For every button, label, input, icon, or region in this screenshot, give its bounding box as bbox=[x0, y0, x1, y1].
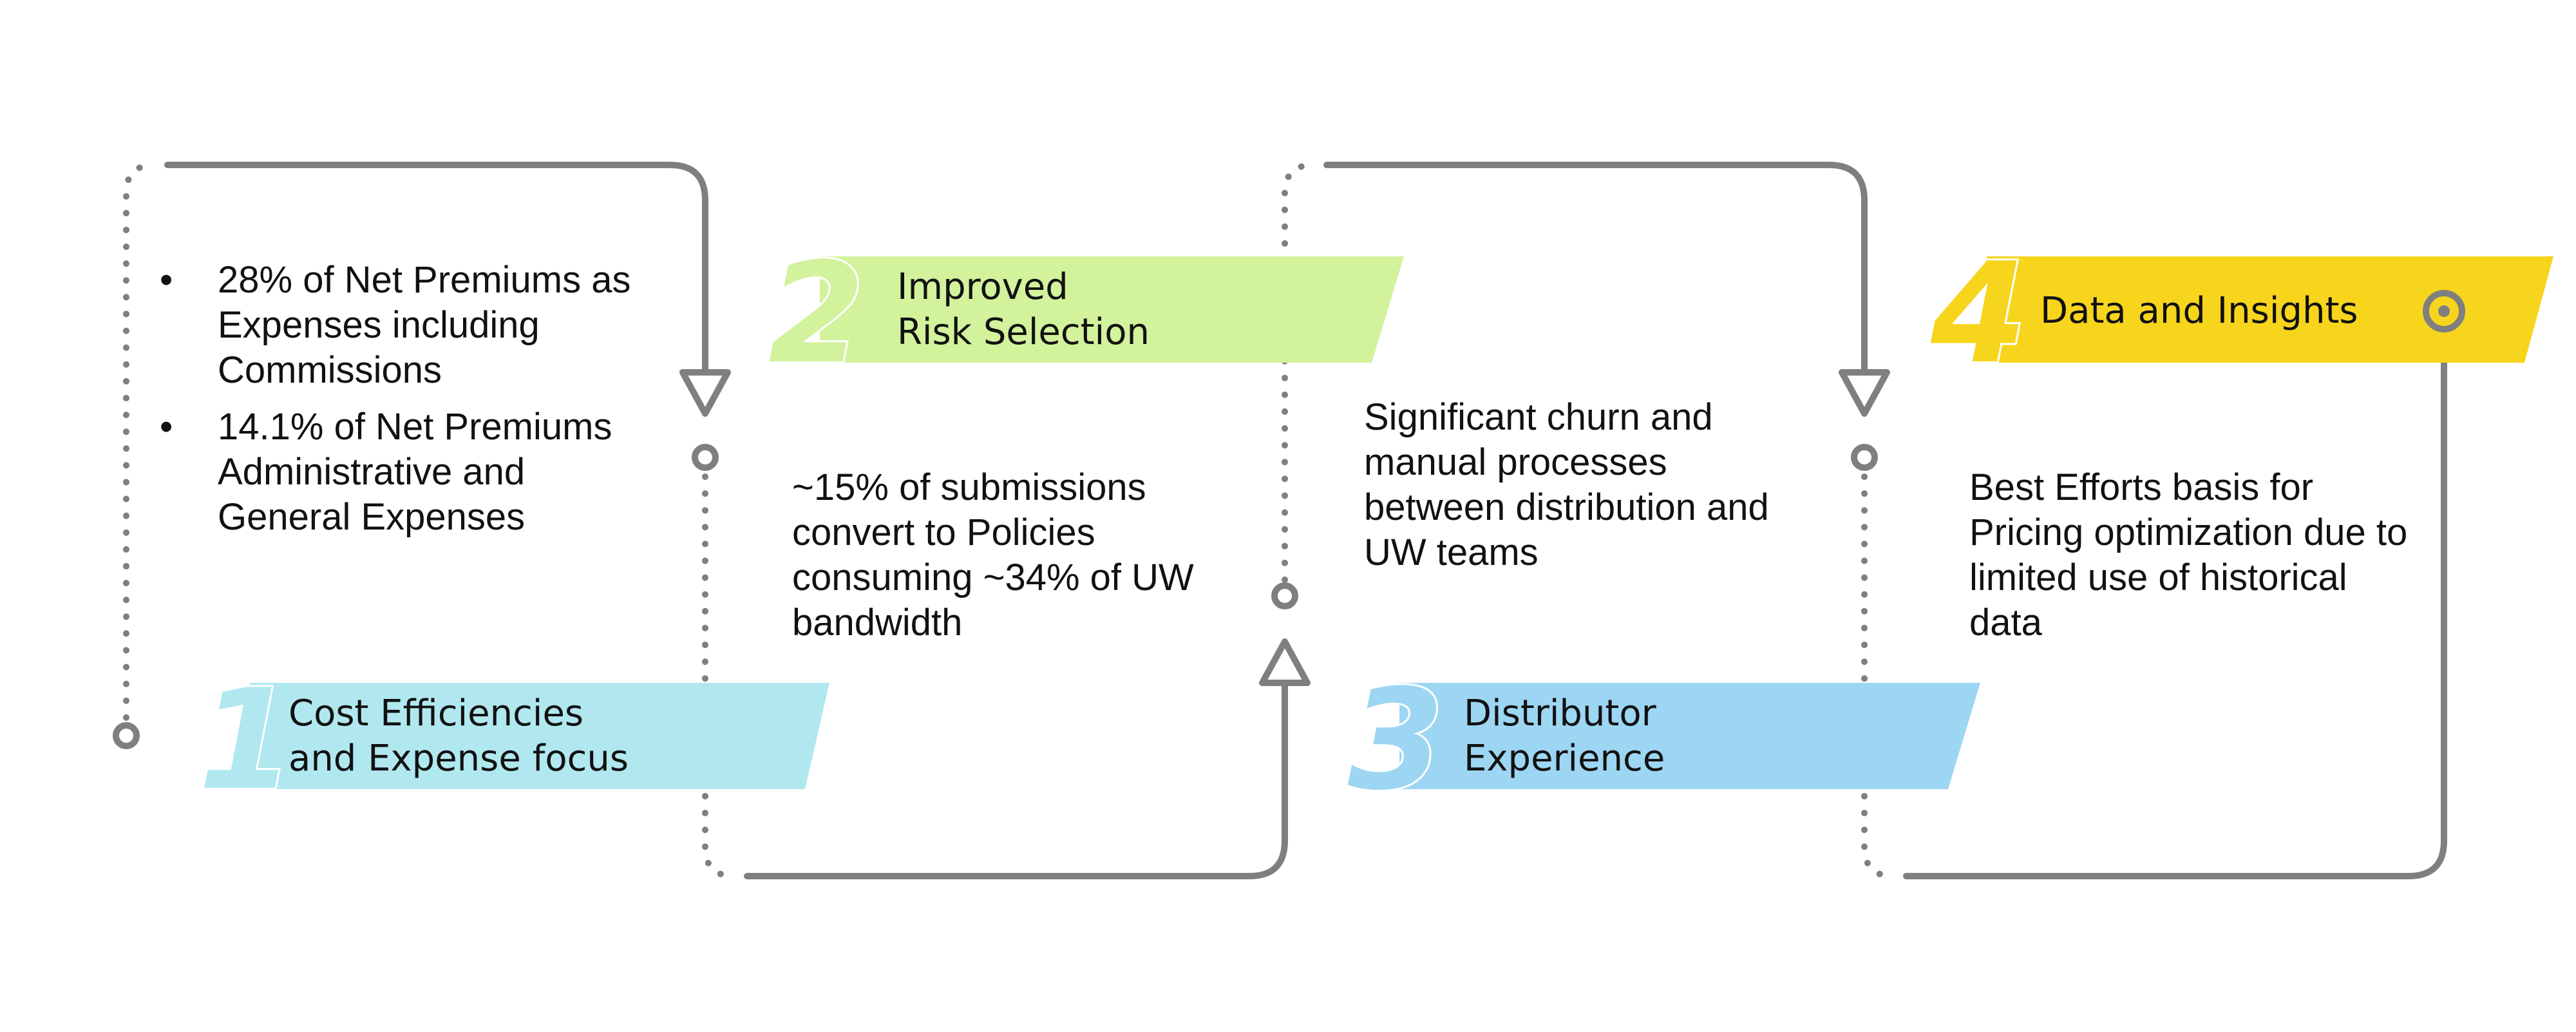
connector-2-dotted-down bbox=[702, 473, 737, 879]
connector-1-dotted-left bbox=[123, 162, 158, 738]
step-3-banner: 3 Distributor Experience bbox=[1343, 657, 1987, 823]
target-icon-dot bbox=[2438, 305, 2450, 317]
connector-4-solid-bottom bbox=[1903, 322, 2447, 879]
step-1-label: Cost Efficiencies and Expense focus bbox=[289, 693, 629, 779]
step-4-label: Data and Insights bbox=[2040, 290, 2358, 332]
connector-1-solid-top bbox=[164, 162, 708, 374]
step-2-number: 2 bbox=[768, 233, 865, 394]
step-2-description: ~15% of submissions convert to Policies … bbox=[792, 466, 1194, 644]
step-2-banner: 2 Improved Risk Selection bbox=[763, 231, 1407, 396]
step-1-bullet-list: 28% of Net Premiums as Expenses includin… bbox=[155, 258, 734, 551]
connector-3-dotted-up bbox=[1282, 162, 1317, 583]
step-1-banner: 1 Cost Efficiencies and Expense focus bbox=[193, 657, 837, 823]
step-4-banner: 4 Data and Insights bbox=[1926, 231, 2570, 396]
connector-4-dotted-down bbox=[1861, 473, 1897, 879]
arrow-up-icon bbox=[1259, 638, 1311, 686]
step-2-label: Improved Risk Selection bbox=[897, 266, 1150, 353]
connector-end-circle bbox=[1271, 582, 1298, 609]
step-4-description: Best Efforts basis for Pricing optimizat… bbox=[1969, 466, 2408, 644]
connector-end-circle bbox=[1851, 444, 1878, 471]
step-1-bullet: 28% of Net Premiums as Expenses includin… bbox=[155, 258, 734, 393]
connector-2-solid-bottom bbox=[744, 680, 1288, 879]
step-3-ribbon bbox=[1399, 683, 1980, 789]
step-4-ribbon bbox=[1987, 256, 2553, 363]
step-1-number: 1 bbox=[198, 659, 295, 821]
step-2-shape: 2 bbox=[766, 231, 1404, 396]
step-4-shape: 4 bbox=[1928, 231, 2553, 396]
step-3-label: Distributor Experience bbox=[1464, 693, 1665, 779]
step-4-number: 4 bbox=[1930, 233, 2027, 394]
step-2-ribbon bbox=[820, 256, 1404, 363]
connector-3-solid-top bbox=[1323, 162, 1868, 374]
step-1-bullet: 14.1% of Net Premiums Administrative and… bbox=[155, 405, 734, 540]
step-3-shape: 3 bbox=[1346, 657, 1980, 823]
step-3-description: Significant churn and manual processes b… bbox=[1364, 396, 1769, 573]
connector-start-circle bbox=[113, 722, 140, 749]
step-1-ribbon bbox=[250, 683, 829, 789]
arrow-down-icon bbox=[1839, 369, 1890, 417]
step-1-shape: 1 bbox=[196, 657, 829, 823]
step-3-number: 3 bbox=[1348, 659, 1444, 821]
